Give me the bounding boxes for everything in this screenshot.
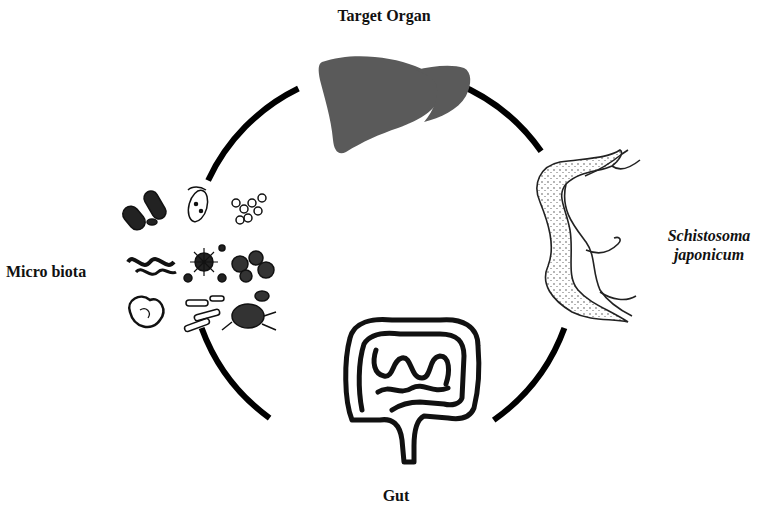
gut-icon [346, 320, 479, 462]
cycle-arcs [202, 83, 565, 420]
figure-label: Schistosoma japonicum [654, 226, 764, 264]
cycle-arc [202, 328, 270, 418]
cycle-arc [455, 83, 541, 151]
schistosoma-worm-icon [537, 150, 640, 322]
microbiota-icons [120, 187, 276, 332]
figure-label: Target Organ [337, 6, 430, 25]
figure-label: Gut [383, 486, 410, 505]
liver-icon [319, 56, 471, 153]
figure-label: Micro biota [6, 262, 86, 281]
cycle-arc [208, 89, 298, 181]
cycle-arc [494, 328, 565, 420]
